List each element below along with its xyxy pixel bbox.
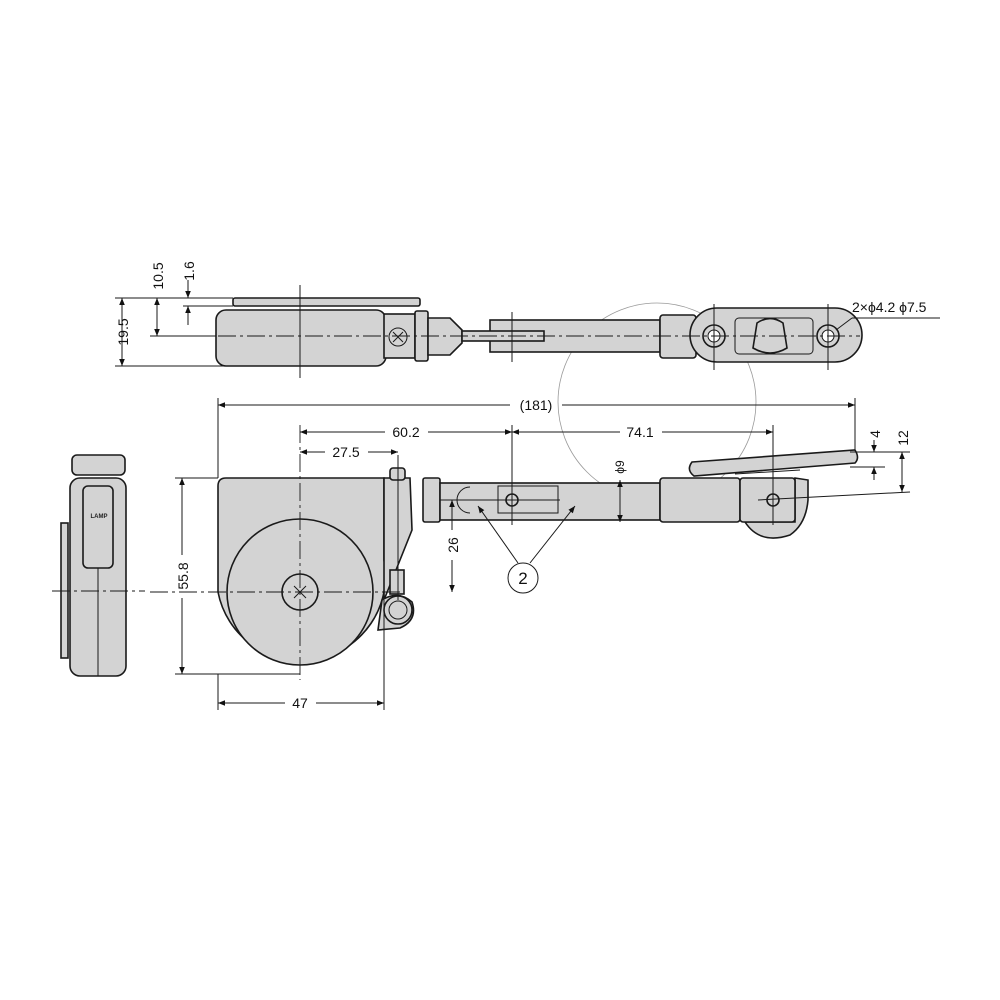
dim-55-8: 55.8 <box>175 562 191 589</box>
dim-1-6: 1.6 <box>181 261 197 281</box>
dim-181: (181) <box>520 397 553 413</box>
top-view: 19.5 10.5 1.6 2×ϕ4.2 ϕ7.5 <box>115 261 940 378</box>
end-view: LAMP <box>52 454 145 677</box>
logo-lamp: LAMP <box>91 514 108 520</box>
dim-27-5: 27.5 <box>332 444 359 460</box>
callout-2: 2 <box>518 569 527 588</box>
dim-4: 4 <box>867 430 883 438</box>
dim-phi-9: ϕ9 <box>613 460 627 474</box>
side-view: (181) 60.2 74.1 27.5 55.8 47 26 ϕ9 4 12 <box>150 397 911 711</box>
dim-26: 26 <box>445 537 461 553</box>
dim-holes: 2×ϕ4.2 ϕ7.5 <box>852 299 927 315</box>
dim-47: 47 <box>292 695 308 711</box>
callout-circle <box>507 562 539 594</box>
dim-60-2: 60.2 <box>392 424 419 440</box>
dim-19-5: 19.5 <box>115 318 131 345</box>
dim-10-5: 10.5 <box>150 262 166 289</box>
dim-12: 12 <box>895 430 911 446</box>
dim-74-1: 74.1 <box>626 424 653 440</box>
